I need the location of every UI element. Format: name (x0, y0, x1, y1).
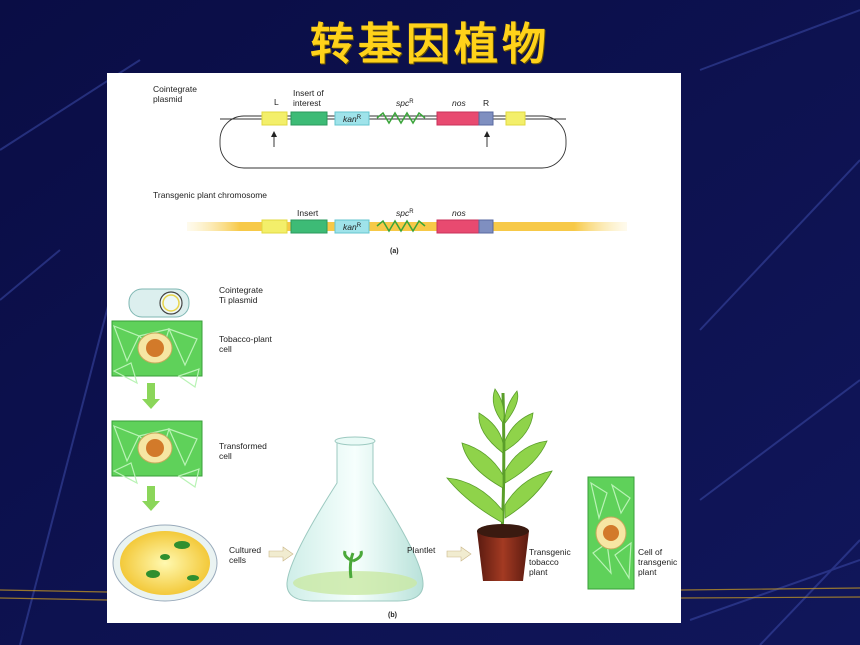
kan-segment (334, 111, 370, 126)
culture-flask (286, 436, 424, 602)
kan-label: kanR (343, 114, 362, 124)
chromosome-label: Transgenic plant chromosome (153, 190, 267, 200)
insert-segment (290, 111, 328, 126)
L-border-segment (261, 111, 288, 126)
arrow-down-1 (142, 383, 160, 409)
ti-plasmid-bacterium (128, 288, 190, 318)
spc-label-2: spcR (396, 208, 414, 218)
spc-segment (376, 111, 426, 125)
spc-label: spcR (396, 98, 414, 108)
nos-label: nos (452, 98, 466, 108)
caption-b: (b) (388, 612, 397, 619)
arrow-down-2 (142, 486, 160, 511)
L-border-segment-2 (505, 111, 526, 126)
nos-segment (436, 111, 480, 126)
kan-label-2: kanR (343, 222, 362, 232)
chromosome (187, 222, 627, 231)
label-L: L (274, 97, 279, 107)
arrow-right-2 (446, 546, 472, 562)
label-R: R (483, 98, 489, 108)
slide-title: 转基因植物 (310, 19, 550, 70)
R-border-segment (478, 111, 494, 126)
transgenic-plant-cell (587, 476, 635, 590)
tobacco-plant-cell (111, 320, 203, 388)
transformed-cell (111, 420, 203, 488)
arrow-right-1 (268, 546, 294, 562)
insert-label: Insert (297, 208, 319, 218)
plantlet-label: Plantlet (407, 545, 436, 555)
petri-dish (112, 524, 218, 602)
nos-label-2: nos (452, 208, 466, 218)
transgenic-tobacco-plant (446, 388, 553, 581)
caption-a: (a) (390, 248, 399, 255)
